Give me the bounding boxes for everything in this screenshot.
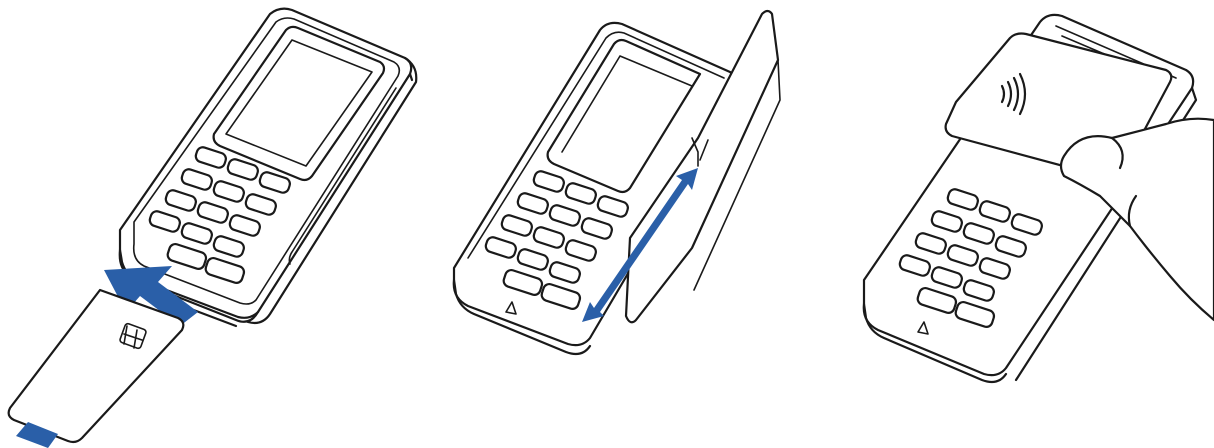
keypad — [148, 146, 291, 284]
step-swipe-card — [430, 0, 810, 448]
terminal-screen — [546, 38, 702, 194]
keypad — [898, 188, 1043, 328]
step-insert-chip-card — [0, 0, 420, 448]
swipe-illustration — [452, 9, 781, 356]
magstripe-card — [624, 9, 781, 324]
card-stripe — [16, 422, 58, 448]
payment-terminal — [118, 7, 418, 328]
contactless-icon — [1000, 72, 1027, 116]
chip-card — [7, 288, 185, 448]
step-tap-contactless — [830, 0, 1214, 448]
insert-arrow — [104, 266, 198, 326]
triangle-mark-icon — [505, 301, 517, 315]
tap-illustration — [862, 13, 1214, 384]
payment-terminal — [452, 21, 739, 356]
hand — [1059, 117, 1214, 322]
terminal-screen — [212, 25, 386, 182]
keypad — [484, 170, 629, 310]
insert-illustration — [7, 7, 418, 448]
swipe-double-arrow — [582, 168, 698, 322]
card-chip-icon — [119, 322, 147, 350]
triangle-mark-icon — [917, 321, 929, 335]
